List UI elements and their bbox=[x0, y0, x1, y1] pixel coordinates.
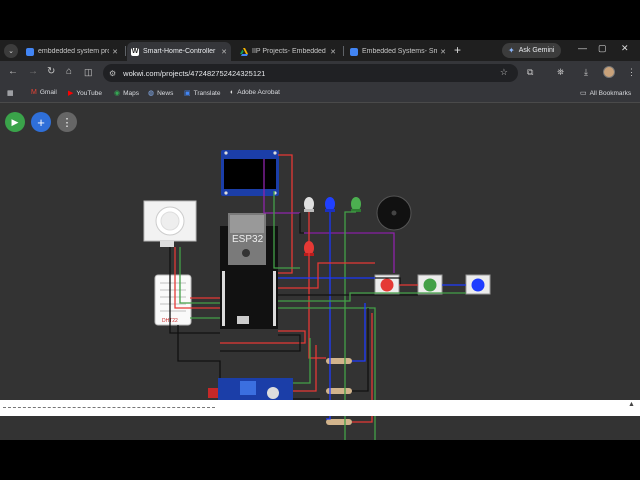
tab-divider bbox=[343, 46, 344, 56]
wokwi-icon: W bbox=[131, 47, 139, 56]
add-part-button[interactable]: + bbox=[31, 112, 51, 132]
news-icon: ◍ bbox=[148, 90, 155, 97]
bookmark-gmail[interactable]: M Gmail bbox=[31, 89, 57, 96]
address-bar[interactable]: ⚙ wokwi.com/projects/472482752424325121 … bbox=[103, 64, 518, 82]
led-white[interactable] bbox=[304, 197, 314, 212]
tab-title: IIP Projects- Embedded bbox=[252, 48, 326, 55]
forward-icon[interactable]: → bbox=[28, 66, 38, 77]
apps-icon[interactable]: ▦ bbox=[7, 90, 14, 97]
bookmarks-bar: ▦ M Gmail ▶ YouTube ◉ Maps ◍ News ▣ Tran… bbox=[0, 85, 640, 103]
tab-divider bbox=[125, 46, 126, 56]
avatar[interactable] bbox=[603, 66, 615, 78]
close-icon[interactable]: ✕ bbox=[440, 48, 446, 56]
tab-search-icon[interactable]: ⌄ bbox=[4, 44, 18, 58]
plus-icon: + bbox=[37, 114, 45, 130]
bookmark-label: News bbox=[157, 89, 174, 97]
bookmark-youtube[interactable]: ▶ YouTube bbox=[68, 89, 102, 98]
wokwi-simulator-canvas[interactable]: DHT22 ESP32 bbox=[0, 103, 640, 440]
restore-icon[interactable]: ▢ bbox=[598, 43, 607, 53]
close-icon[interactable]: ✕ bbox=[112, 48, 118, 56]
docs-icon bbox=[26, 47, 34, 56]
resistor[interactable] bbox=[326, 419, 352, 425]
esp32-label: ESP32 bbox=[232, 234, 264, 245]
bookmark-maps[interactable]: ◉ Maps bbox=[114, 89, 140, 98]
tab-strip: ⌄ embdedded system proj ✕ W Smart-Home-C… bbox=[0, 40, 640, 61]
translate-icon: ▣ bbox=[184, 90, 191, 97]
play-icon: ▶ bbox=[11, 116, 19, 127]
url-text: wokwi.com/projects/472482752424325121 bbox=[123, 68, 266, 78]
tab-title: Smart-Home-Controller bbox=[143, 48, 216, 55]
more-options-button[interactable]: ⋮ bbox=[57, 112, 77, 132]
push-button-green[interactable] bbox=[417, 274, 443, 295]
editor-bottom-strip: ▲ bbox=[0, 400, 640, 416]
tab-title: embdedded system proj bbox=[38, 48, 110, 55]
pir-motion-sensor[interactable] bbox=[143, 200, 197, 247]
more-icon: ⋮ bbox=[61, 116, 73, 129]
bookmark-star-icon[interactable]: ☆ bbox=[499, 67, 508, 77]
home-icon[interactable]: ⌂ bbox=[66, 66, 73, 77]
close-icon[interactable]: ✕ bbox=[330, 48, 336, 56]
tab-embedded-systems[interactable]: Embedded Systems- Sm ✕ bbox=[346, 42, 450, 61]
tab-title: Embedded Systems- Sm bbox=[362, 48, 438, 55]
ask-gemini-button[interactable]: ✦ Ask Gemini bbox=[502, 43, 561, 58]
push-button-blue[interactable] bbox=[465, 274, 491, 295]
bookmark-label: Adobe Acrobat bbox=[237, 89, 280, 96]
download-icon[interactable]: ⤓ bbox=[584, 67, 588, 77]
bookmark-label: Translate bbox=[193, 89, 221, 97]
folder-icon: ▭ bbox=[580, 90, 587, 97]
tab-smart-home-controller[interactable]: W Smart-Home-Controller ✕ bbox=[127, 42, 231, 61]
acrobat-icon: ◐ bbox=[230, 89, 235, 96]
start-simulation-button[interactable]: ▶ bbox=[5, 112, 25, 132]
esp32-board[interactable]: ESP32 bbox=[220, 213, 278, 329]
close-icon[interactable]: ✕ bbox=[221, 48, 227, 56]
buzzer[interactable] bbox=[376, 195, 412, 231]
bookmark-label: Maps bbox=[123, 89, 140, 97]
extensions-icon[interactable]: ⧉ bbox=[527, 67, 534, 77]
tab-embedded-project[interactable]: embdedded system proj ✕ bbox=[22, 42, 122, 61]
oled-display[interactable] bbox=[221, 150, 279, 196]
bookmark-translate[interactable]: ▣ Translate bbox=[184, 89, 221, 98]
gmail-icon: M bbox=[31, 89, 37, 96]
wires[interactable] bbox=[169, 154, 466, 440]
site-info-icon[interactable]: ⚙ bbox=[109, 68, 117, 78]
ask-gemini-label: Ask Gemini bbox=[518, 47, 555, 54]
browser-window: ⌄ embdedded system proj ✕ W Smart-Home-C… bbox=[0, 40, 640, 440]
close-window-icon[interactable]: ✕ bbox=[621, 43, 629, 53]
all-bookmarks-label: All Bookmarks bbox=[589, 89, 632, 97]
circuit-diagram[interactable]: DHT22 ESP32 bbox=[0, 103, 640, 440]
menu-icon[interactable]: ⋮ bbox=[627, 67, 636, 77]
back-icon[interactable]: ← bbox=[8, 66, 18, 77]
divider bbox=[3, 407, 215, 408]
drive-icon bbox=[240, 47, 248, 56]
bookmark-label: YouTube bbox=[76, 89, 102, 97]
browser-toolbar: ← → ↻ ⌂ ◫ ⚙ wokwi.com/projects/472482752… bbox=[0, 61, 640, 85]
docs-icon bbox=[350, 47, 358, 56]
bookmark-label: Gmail bbox=[39, 89, 57, 96]
dht22-sensor[interactable]: DHT22 bbox=[154, 274, 192, 326]
bookmark-news[interactable]: ◍ News bbox=[148, 89, 174, 98]
gemini-icon: ✦ bbox=[508, 46, 515, 55]
incognito-icon[interactable]: ⛯ bbox=[557, 67, 565, 77]
youtube-icon: ▶ bbox=[68, 90, 74, 97]
tab-iip-projects[interactable]: IIP Projects- Embedded ✕ bbox=[236, 42, 340, 61]
bookmark-adobe-acrobat[interactable]: ◐ Adobe Acrobat bbox=[230, 89, 280, 96]
new-tab-button[interactable]: + bbox=[454, 43, 462, 57]
led-green[interactable] bbox=[351, 197, 361, 212]
split-view-icon[interactable]: ◫ bbox=[84, 67, 93, 77]
minimize-icon[interactable]: — bbox=[578, 43, 587, 53]
maps-icon: ◉ bbox=[114, 90, 121, 97]
reload-icon[interactable]: ↻ bbox=[47, 66, 56, 77]
all-bookmarks[interactable]: ▭ All Bookmarks bbox=[580, 89, 632, 98]
vertical-scrollbar[interactable] bbox=[626, 103, 640, 400]
led-blue[interactable] bbox=[325, 197, 335, 212]
scroll-up-icon[interactable]: ▲ bbox=[628, 401, 635, 408]
